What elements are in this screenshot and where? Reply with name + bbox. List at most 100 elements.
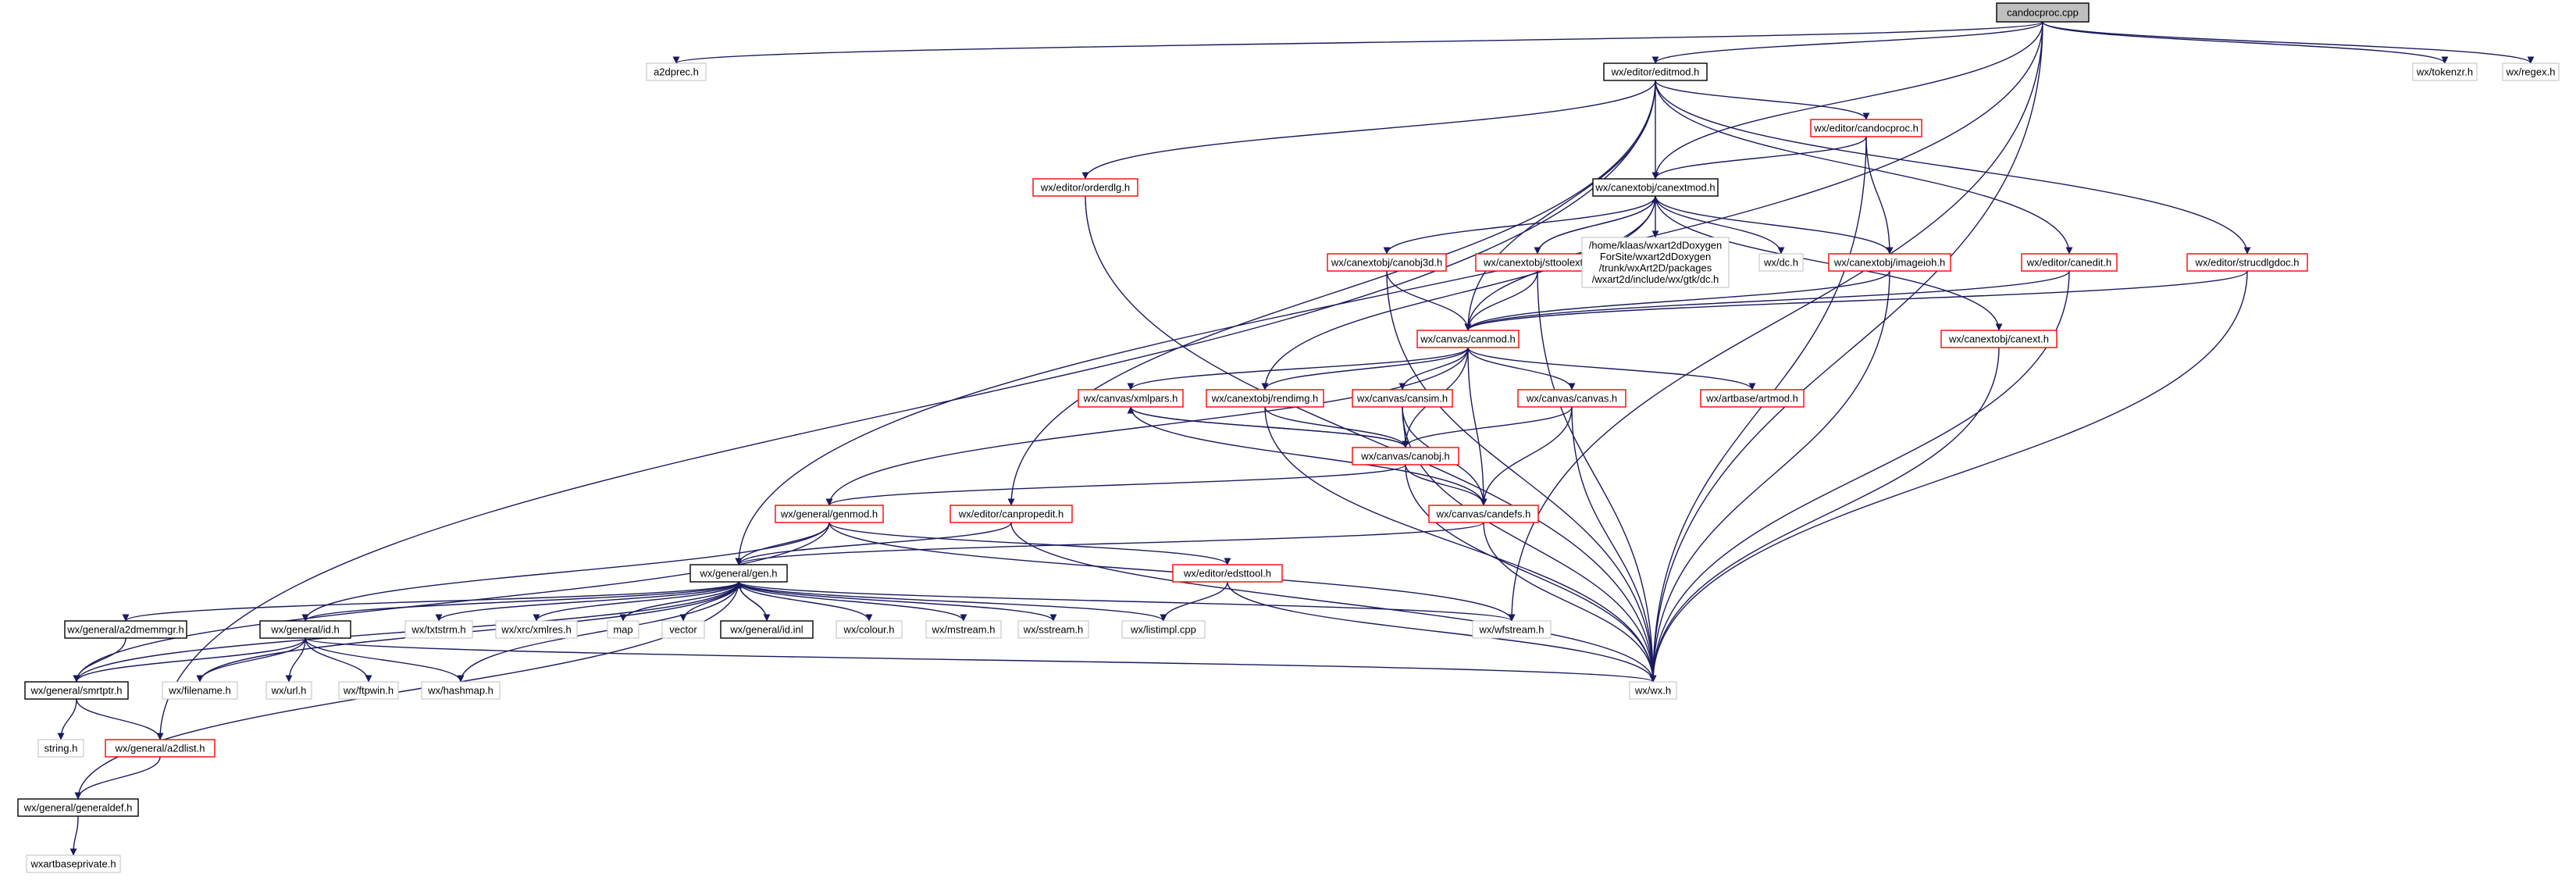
node-box-map (607, 620, 640, 639)
node-canobj[interactable]: wx/canvas/canobj.h (1352, 447, 1459, 465)
node-box-canedit (2021, 253, 2118, 272)
node-label-canmod: wx/canvas/canmod.h (1420, 333, 1515, 345)
node-box-candocproc (1810, 119, 1922, 137)
node-canedit[interactable]: wx/editor/canedit.h (2021, 253, 2118, 272)
node-candefs[interactable]: wx/canvas/candefs.h (1428, 505, 1539, 523)
edge-idh-to-ftpwin (305, 637, 372, 683)
edge-editmod-to-a2dlist (156, 80, 1656, 740)
node-box-editmod (1603, 62, 1708, 81)
edge-genmod-to-wfstream (828, 522, 1516, 622)
edge-root-to-a2dprec (673, 21, 2043, 64)
node-a2dlist[interactable]: wx/general/a2dlist.h (105, 739, 216, 758)
node-canpropedit[interactable]: wx/editor/canpropedit.h (950, 505, 1073, 523)
node-box-imageioh (1828, 253, 1951, 272)
node-canvash[interactable]: wx/canvas/canvas.h (1517, 389, 1626, 408)
node-label-a2dmemmgr: wx/general/a2dmemmgr.h (66, 624, 184, 636)
edge-canextmod-to-rendimg (1261, 195, 1656, 391)
edge-idh-to-filename (196, 637, 306, 683)
node-label-canobj: wx/canvas/canobj.h (1360, 451, 1449, 462)
node-label-imageioh: wx/canextobj/imageioh.h (1833, 257, 1945, 269)
node-idinl[interactable]: wx/general/id.inl (720, 620, 814, 639)
node-label-idinl: wx/general/id.inl (729, 624, 803, 636)
node-editmod[interactable]: wx/editor/editmod.h (1603, 62, 1708, 81)
edge-root-to-tokenzr (2042, 21, 2449, 64)
node-box-colour (836, 620, 903, 639)
edge-strucdlgdoc-to-wxh (1649, 270, 2248, 683)
node-hashmap: wx/hashmap.h (421, 681, 501, 700)
node-canmod[interactable]: wx/canvas/canmod.h (1416, 330, 1520, 348)
node-canext[interactable]: wx/canextobj/canext.h (1940, 330, 2058, 348)
node-xmlres: wx/xrc/xmlres.h (495, 620, 578, 639)
edge-canpropedit-to-wxh (1010, 522, 1657, 683)
edge-candefs-to-gen (735, 522, 1484, 565)
node-box-listimpl (1121, 620, 1206, 639)
edge-canmod-to-candefs (1467, 347, 1488, 506)
node-a2dmemmgr[interactable]: wx/general/a2dmemmgr.h (64, 620, 187, 639)
node-canobj3d[interactable]: wx/canextobj/canobj3d.h (1327, 253, 1447, 272)
node-box-genmod (775, 505, 884, 523)
node-edsttool[interactable]: wx/editor/edsttool.h (1172, 564, 1283, 583)
edge-gen-to-wfstream (738, 581, 1516, 622)
node-label-cansim: wx/canvas/cansim.h (1356, 393, 1448, 405)
node-label-ftpwin: wx/ftpwin.h (343, 685, 394, 697)
edge-orderdlg-to-wxh (1085, 195, 1657, 683)
edge-canvash-to-canobj (1402, 406, 1573, 448)
node-box-candefs (1428, 505, 1539, 523)
node-box-cansim (1352, 389, 1453, 408)
node-box-artmod (1700, 389, 1805, 408)
node-cansim[interactable]: wx/canvas/cansim.h (1352, 389, 1453, 408)
node-generaldef[interactable]: wx/general/generaldef.h (17, 798, 139, 817)
node-orderdlg[interactable]: wx/editor/orderdlg.h (1032, 178, 1138, 197)
edge-canvash-to-candefs (1480, 406, 1573, 506)
node-gen[interactable]: wx/general/gen.h (689, 564, 788, 583)
node-rendimg[interactable]: wx/canextobj/rendimg.h (1206, 389, 1324, 408)
edge-genmod-to-gen (735, 522, 830, 565)
node-genmod[interactable]: wx/general/genmod.h (775, 505, 884, 523)
node-label-canedit: wx/editor/canedit.h (2026, 257, 2111, 269)
edge-candocproc-to-canextmod (1651, 136, 1867, 180)
node-box-xmlres (495, 620, 578, 639)
node-label-candefs: wx/canvas/candefs.h (1436, 508, 1531, 520)
node-box-smrtptr (24, 681, 129, 700)
node-vector: vector (661, 620, 705, 639)
node-wfstream: wx/wfstream.h (1472, 620, 1552, 639)
node-box-orderdlg (1032, 178, 1138, 197)
node-box-sstream (1017, 620, 1089, 639)
edge-a2dlist-to-generaldef (74, 756, 161, 800)
edge-canextmod-to-canobj3d (1383, 195, 1656, 255)
node-label-canvash: wx/canvas/canvas.h (1526, 393, 1617, 405)
node-label-filename: wx/filename.h (168, 685, 230, 697)
node-candocproc[interactable]: wx/editor/candocproc.h (1810, 119, 1922, 137)
node-artmod[interactable]: wx/artbase/artmod.h (1700, 389, 1805, 408)
edge-editmod-to-candocproc (1655, 80, 1870, 120)
node-label-a2dprec: a2dprec.h (654, 66, 699, 78)
node-box-wxh (1629, 681, 1677, 700)
node-box-url (265, 681, 312, 700)
node-label-hashmap: wx/hashmap.h (427, 685, 493, 697)
node-box-hashmap (421, 681, 501, 700)
node-colour: wx/colour.h (836, 620, 903, 639)
node-idh[interactable]: wx/general/id.h (259, 620, 351, 639)
edge-sttoolext-to-canmod (1464, 270, 1538, 331)
node-sttoolext[interactable]: wx/canextobj/sttoolext.h (1475, 253, 1600, 272)
node-strucdlgdoc[interactable]: wx/editor/strucdlgdoc.h (2186, 253, 2308, 272)
node-filename: wx/filename.h (162, 681, 238, 700)
edge-gen-to-sstream (738, 581, 1057, 622)
node-root[interactable]: candocproc.cpp (1996, 2, 2090, 23)
node-box-canobj (1352, 447, 1459, 465)
node-tokenzr: wx/tokenzr.h (2412, 62, 2478, 81)
edge-rendimg-to-wxh (1264, 406, 1657, 683)
node-label-editmod: wx/editor/editmod.h (1611, 66, 1700, 78)
edge-idh-to-wxh (305, 637, 1656, 683)
edge-canextmod-to-canext (1655, 195, 2003, 331)
node-xmlpars[interactable]: wx/canvas/xmlpars.h (1078, 389, 1184, 408)
node-imageioh[interactable]: wx/canextobj/imageioh.h (1828, 253, 1951, 272)
edge-candefs-to-wxh (1483, 522, 1657, 683)
node-label-colour: wx/colour.h (843, 624, 894, 636)
node-label-orderdlg: wx/editor/orderdlg.h (1040, 182, 1130, 194)
node-smrtptr[interactable]: wx/general/smrtptr.h (24, 681, 129, 700)
node-canextmod[interactable]: wx/canextobj/canextmod.h (1592, 178, 1719, 197)
node-box-vector (661, 620, 705, 639)
node-box-gen (689, 564, 788, 583)
node-label-gen: wx/general/gen.h (699, 568, 777, 580)
